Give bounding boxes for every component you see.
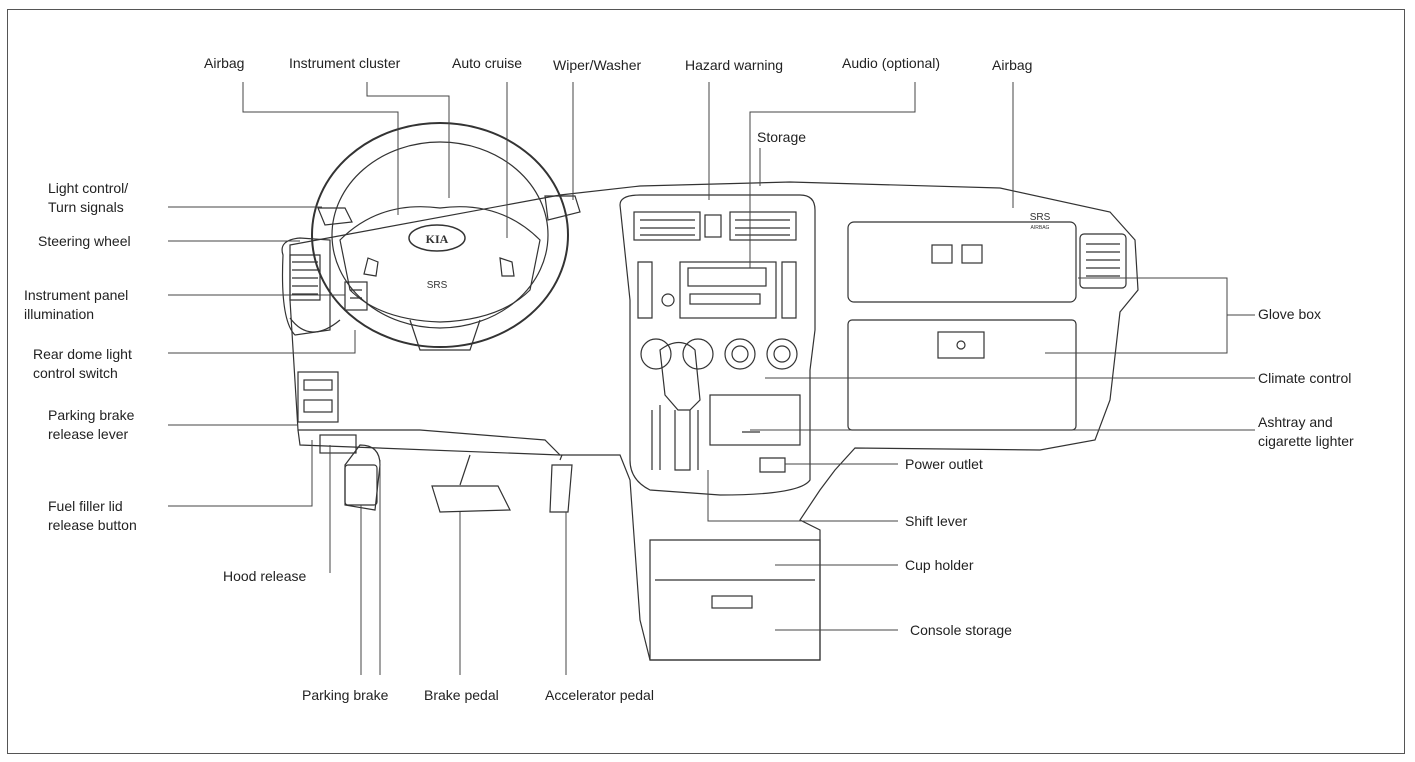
label-rear-dome-line1: Rear dome light [33,346,132,362]
parking-brake-pedal [344,464,378,506]
rear-dome-switch [297,371,339,423]
climate-knob-2 [682,338,714,370]
dashboard-outline [289,181,1139,661]
power-outlet-socket [759,457,786,473]
srs-badge-passenger: SRS [1030,212,1051,223]
label-parking-brake-release: Parking brake release lever [48,406,134,444]
steering-wheel-rim [311,122,569,348]
label-ashtray-line2: cigarette lighter [1258,433,1354,449]
ashtray-door [709,394,801,446]
label-light-control-line1: Light control/ [48,180,129,196]
dashboard-lower-edge [297,429,561,456]
label-light-control-line2: Turn signals [48,199,124,215]
kia-emblem [408,224,466,252]
label-ashtray-line1: Ashtray and [1258,414,1333,430]
left-stalk [317,207,353,226]
label-ipi-line2: illumination [24,306,95,322]
label-storage: Storage [757,129,807,145]
srs-badge-driver: SRS [427,280,448,291]
label-steering-wheel: Steering wheel [38,233,131,249]
label-accelerator-pedal: Accelerator pedal [545,687,654,703]
label-parking-brake: Parking brake [302,687,389,703]
label-wiper-washer: Wiper/Washer [553,57,642,73]
center-vent-right [729,211,797,241]
audio-unit [679,261,777,319]
label-rear-dome-light: Rear dome light control switch [33,345,132,383]
label-climate-control: Climate control [1258,370,1352,386]
parking-brake-release-lever [319,434,357,454]
label-hazard-warning: Hazard warning [685,57,784,73]
label-shift-lever: Shift lever [905,513,968,529]
label-pbr-line1: Parking brake [48,407,135,423]
label-instrument-panel-illumination: Instrument panel illumination [24,286,128,324]
label-pbr-line2: release lever [48,426,129,442]
right-vent [1079,233,1127,289]
climate-knob-4 [766,338,798,370]
brake-pedal [431,485,511,513]
accelerator-pedal [549,464,573,513]
label-audio: Audio (optional) [842,55,941,71]
center-stack [619,194,816,496]
label-console-storage: Console storage [910,622,1012,638]
label-fuel-filler: Fuel filler lid release button [48,497,137,535]
label-airbag-passenger: Airbag [992,57,1033,73]
shift-lever [659,341,701,411]
label-airbag-driver: Airbag [204,55,245,71]
center-vent-left [633,211,701,241]
label-instrument-cluster: Instrument cluster [289,55,401,71]
label-brake-pedal: Brake pedal [424,687,499,703]
label-fuel-line1: Fuel filler lid [48,498,123,514]
right-stalk [544,195,581,221]
label-ashtray: Ashtray and cigarette lighter [1258,413,1354,451]
left-cupholder-tray [289,317,341,333]
label-light-control: Light control/ Turn signals [48,179,128,217]
label-auto-cruise: Auto cruise [452,55,523,71]
climate-knob-3 [724,338,756,370]
console-box [649,539,821,661]
glove-box-lower [847,319,1077,431]
climate-knob-1 [640,338,672,370]
label-hood-release: Hood release [223,568,307,584]
illumination-switch [344,281,368,311]
label-ipi-line1: Instrument panel [24,287,129,303]
hazard-button [704,214,722,238]
label-power-outlet: Power outlet [905,456,983,472]
glove-box-upper [847,221,1077,303]
steering-hub [339,206,541,323]
label-cup-holder: Cup holder [905,557,974,573]
label-fuel-line2: release button [48,517,137,533]
srs-sub-badge: AIRBAG [1031,225,1050,231]
diagram-frame [7,9,1405,754]
kia-logo-text: KIA [426,232,449,246]
label-glove-box: Glove box [1258,306,1322,322]
label-rear-dome-line2: control switch [33,365,118,381]
